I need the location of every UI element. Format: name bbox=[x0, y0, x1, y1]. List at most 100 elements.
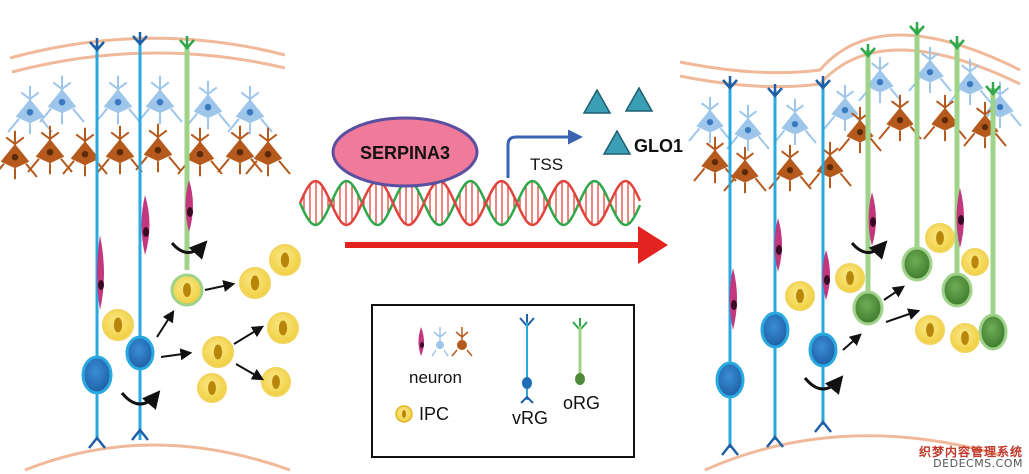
ipc-cell bbox=[197, 373, 227, 403]
neuron-blue bbox=[185, 80, 231, 130]
left-migrating-neuron bbox=[185, 180, 193, 232]
ipc-cell bbox=[925, 223, 955, 253]
left-lineage-arrow bbox=[156, 309, 175, 338]
right-panel bbox=[679, 22, 1022, 472]
right-vrg-cell bbox=[760, 311, 790, 349]
dna-helix bbox=[298, 179, 642, 227]
red-arrow-head bbox=[638, 226, 668, 264]
right-vrg-foot bbox=[814, 419, 832, 433]
ipc-cell bbox=[950, 323, 980, 353]
right-lineage-arrow bbox=[883, 285, 905, 301]
neuron-blue bbox=[7, 85, 53, 135]
left-lineage-arrow bbox=[235, 363, 265, 381]
watermark-line2: DEDECMS.COM bbox=[933, 457, 1023, 471]
right-migrating-neuron bbox=[774, 218, 782, 272]
left-division-arrow bbox=[170, 240, 208, 260]
right-vrg-endfoot bbox=[815, 76, 831, 90]
right-vrg-cell bbox=[715, 361, 745, 399]
right-meninges-inner bbox=[679, 48, 1021, 89]
watermark: 织梦内容管理系统 DEDECMS.COM bbox=[919, 446, 1023, 470]
right-org-cell bbox=[901, 246, 933, 282]
right-org-cell bbox=[852, 290, 884, 326]
neuron-blue bbox=[688, 96, 732, 144]
right-ventricle-surface bbox=[704, 434, 1001, 472]
ipc-cell bbox=[102, 309, 134, 341]
serpina3-label: SERPINA3 bbox=[360, 143, 450, 163]
neuron-orange bbox=[245, 127, 291, 177]
left-lineage-arrow bbox=[160, 348, 193, 361]
right-vrg-foot bbox=[766, 434, 784, 448]
legend-neuron-label: neuron bbox=[409, 368, 462, 387]
right-org-endfoot bbox=[860, 44, 876, 58]
left-migrating-neuron bbox=[141, 195, 150, 255]
neuron-blue bbox=[39, 75, 85, 125]
right-meninges-outer bbox=[679, 33, 1021, 75]
right-lineage-arrow bbox=[885, 308, 921, 323]
neuron-orange bbox=[923, 94, 967, 142]
right-migrating-neuron bbox=[868, 192, 876, 246]
neuron-blue bbox=[858, 56, 902, 104]
neuron-blue bbox=[137, 75, 183, 125]
left-lineage-arrow bbox=[204, 280, 236, 292]
left-vrg-cell bbox=[81, 355, 113, 395]
glo1-label: GLO1 bbox=[634, 136, 683, 156]
left-vrg-endfoot bbox=[132, 32, 148, 46]
glo1-triangle bbox=[602, 129, 632, 155]
ipc-cell bbox=[269, 244, 301, 276]
ipc-cell bbox=[239, 267, 271, 299]
ipc-cell bbox=[961, 248, 989, 276]
left-meninges-inner bbox=[11, 51, 286, 74]
neuron-orange bbox=[878, 94, 922, 142]
legend-ipc-label: IPC bbox=[419, 404, 449, 424]
right-vrg-foot bbox=[721, 442, 739, 456]
neuron-orange bbox=[27, 125, 73, 175]
neuron-orange bbox=[135, 123, 181, 173]
neuron-orange bbox=[97, 125, 143, 175]
ipc-cell bbox=[261, 367, 291, 397]
neuron-orange bbox=[0, 130, 38, 180]
neuron-blue bbox=[823, 84, 867, 132]
left-vrg-cell bbox=[125, 335, 155, 371]
neuron-blue bbox=[948, 58, 992, 106]
right-migrating-neuron bbox=[956, 188, 964, 248]
right-migrating-neuron bbox=[822, 250, 830, 300]
neuron-orange bbox=[693, 136, 737, 184]
left-panel bbox=[0, 32, 301, 472]
legend-org-icon bbox=[572, 318, 588, 385]
ipc-cell bbox=[915, 315, 945, 345]
left-lineage-arrow bbox=[233, 325, 265, 345]
left-vrg-foot bbox=[88, 435, 106, 449]
center-panel: SERPINA3 TSS GLO1 neuron IPC bbox=[298, 86, 683, 458]
serpina3-protein bbox=[331, 116, 479, 188]
right-org-endfoot bbox=[949, 36, 965, 50]
left-vrg-endfoot bbox=[89, 38, 105, 52]
left-neuron-layer bbox=[0, 75, 291, 180]
neuron-orange bbox=[768, 144, 812, 192]
legend-org-label: oRG bbox=[563, 393, 600, 413]
glo1-triangle bbox=[624, 86, 654, 112]
right-org-endfoot bbox=[985, 82, 1001, 96]
neuron-orange bbox=[177, 127, 223, 177]
right-vrg-endfoot bbox=[722, 76, 738, 90]
left-vrg-foot bbox=[131, 427, 149, 441]
neuron-blue bbox=[773, 98, 817, 146]
neuron-blue bbox=[95, 75, 141, 125]
right-neuron-layer bbox=[688, 46, 1022, 194]
neuron-orange bbox=[723, 146, 767, 194]
right-org-cell bbox=[941, 272, 973, 308]
ipc-cell bbox=[267, 312, 299, 344]
tss-label: TSS bbox=[530, 155, 563, 174]
right-org-cell bbox=[978, 313, 1008, 351]
left-ventricle-surface bbox=[24, 443, 291, 472]
neuron-blue bbox=[726, 104, 770, 152]
left-division-arrow bbox=[120, 390, 161, 410]
right-division-arrow bbox=[850, 240, 888, 260]
right-vrg-cell bbox=[808, 332, 838, 368]
neuron-orange bbox=[808, 141, 852, 189]
left-migrating-neuron bbox=[97, 235, 104, 310]
legend-vrg-label: vRG bbox=[512, 408, 548, 428]
right-migrating-neuron bbox=[729, 268, 737, 330]
right-division-arrow bbox=[803, 375, 844, 395]
ipc-cell bbox=[785, 281, 815, 311]
legend-vrg-icon bbox=[519, 314, 535, 404]
